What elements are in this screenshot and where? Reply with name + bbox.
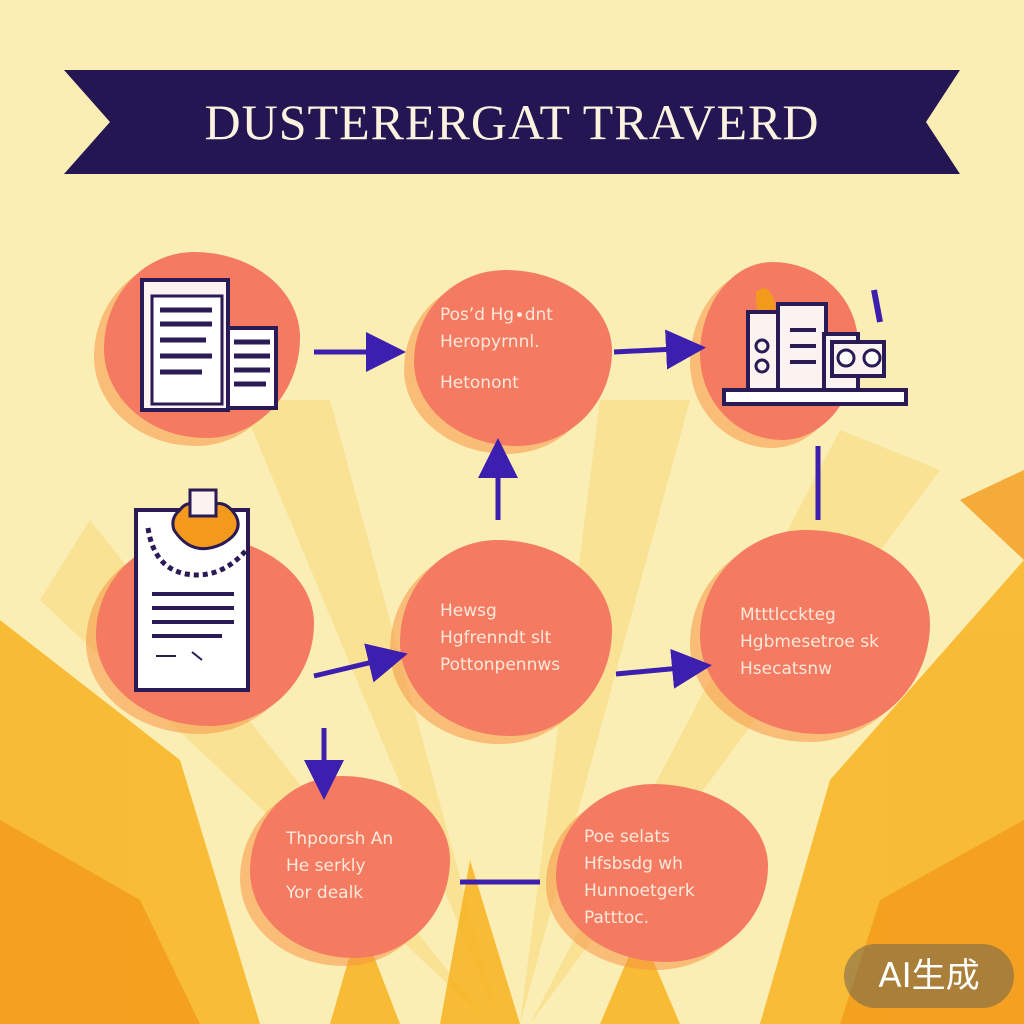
arrow-step-5-to-step-6 [615, 648, 712, 689]
node-step-6-line-1: Mtttlcckteg [740, 605, 836, 625]
node-step-2-line-1: Pos’d Hg∙dnt [440, 305, 553, 325]
node-step-7-line-1: Thpoorsh An [286, 829, 394, 849]
node-step-6-text: Mtttlcckteg Hgbmesetroe sk Hsecatsnw [740, 602, 879, 683]
diagram-title: DUSTERERGAT TRAVERD [204, 94, 820, 150]
node-step-8-text: Poe selats Hfsbsdg wh Hunnoetgerk Pattto… [584, 824, 695, 932]
node-step-6-line-3: Hsecatsnw [740, 659, 833, 679]
node-step-2-line-3: Hetonont [440, 373, 519, 393]
ai-generated-badge: AI生成 [844, 944, 1014, 1008]
node-step-6 [700, 530, 930, 734]
node-step-7-line-3: Yor dealk [286, 883, 364, 903]
node-step-8-line-3: Hunnoetgerk [584, 881, 695, 901]
arrow-checklist-to-step-5 [313, 643, 408, 683]
node-step-7 [250, 776, 450, 958]
node-step-6-line-2: Hgbmesetroe sk [740, 632, 879, 652]
node-step-8-line-1: Poe selats [584, 827, 670, 847]
node-step-5 [400, 540, 612, 736]
documents-icon [140, 278, 278, 412]
node-step-7-text: Thpoorsh An He serkly Yor dealk [286, 826, 393, 907]
node-step-8 [556, 784, 768, 962]
node-step-8-line-4: Patttoc. [584, 908, 650, 928]
title-banner [64, 70, 960, 174]
machine-icon [722, 288, 908, 406]
node-step-2-text: Pos’d Hg∙dnt Heropyrnnl. Hetonont [440, 302, 553, 397]
node-step-2 [414, 270, 612, 446]
node-step-5-text: Hewsg Hgfrenndt slt Pottonpennws [440, 598, 560, 679]
node-step-5-line-1: Hewsg [440, 601, 497, 621]
node-step-8-line-2: Hfsbsdg wh [584, 854, 683, 874]
node-step-5-line-3: Pottonpennws [440, 655, 561, 675]
node-step-7-line-2: He serkly [286, 856, 366, 876]
node-step-2-line-2: Heropyrnnl. [440, 332, 540, 352]
arrow-step-2-to-machine [613, 329, 706, 370]
clipboard-icon [134, 488, 250, 692]
node-step-5-line-2: Hgfrenndt slt [440, 628, 552, 648]
